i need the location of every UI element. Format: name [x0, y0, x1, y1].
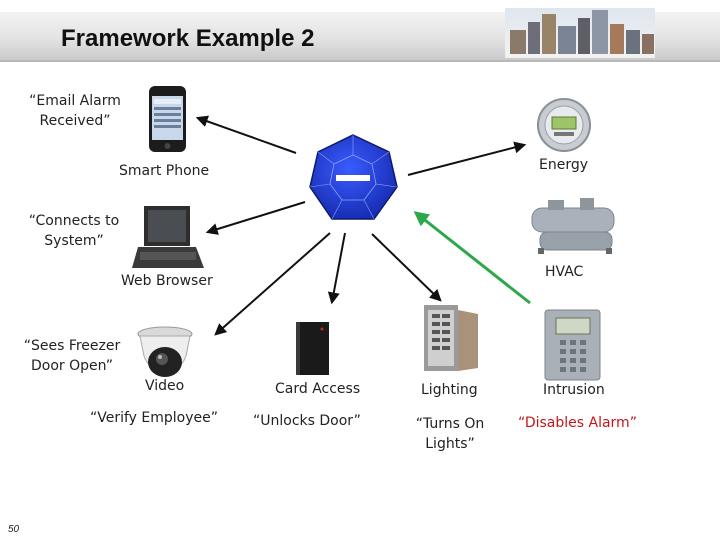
arrow-video	[214, 232, 331, 336]
hvac-label: HVAC	[545, 264, 584, 280]
slide-title: Framework Example 2	[61, 25, 315, 52]
web-browser-label: Web Browser	[121, 273, 213, 289]
arrow-web-browser	[205, 201, 306, 235]
web-browser-event-label: “Connects to System”	[28, 213, 120, 249]
hvac-chiller-image	[531, 198, 615, 254]
connector-arrows	[195, 115, 527, 336]
card-access-action-label: “Unlocks Door”	[253, 413, 361, 429]
video-event-label: “Sees Freezer Door Open”	[23, 338, 121, 374]
card-reader-image	[296, 322, 329, 375]
intrusion-action-label: “Disables Alarm”	[518, 415, 637, 431]
energy-label: Energy	[539, 157, 589, 173]
arrow-card-access	[327, 232, 346, 305]
arrow-intrusion-highlight	[413, 211, 531, 305]
smart-phone-label: Smart Phone	[119, 163, 210, 179]
video-action-label: “Verify Employee”	[90, 410, 219, 426]
smart-phone-image	[149, 86, 186, 152]
title-bar-divider	[0, 60, 720, 62]
video-label: Video	[145, 378, 185, 394]
lighting-panel-image	[424, 305, 478, 371]
video-camera-image	[137, 326, 193, 377]
intrusion-label: Intrusion	[543, 382, 605, 398]
arrow-energy	[407, 141, 527, 176]
laptop-image	[132, 206, 204, 268]
intrusion-keypad-image	[544, 309, 601, 381]
smart-phone-event-label: “Email Alarm Received”	[29, 93, 121, 129]
lighting-label: Lighting	[421, 382, 478, 398]
arrow-smart-phone	[195, 115, 297, 154]
energy-meter-image	[537, 98, 591, 152]
framework-hub	[309, 134, 398, 220]
card-access-label: Card Access	[275, 381, 361, 397]
lighting-action-label: “Turns On Lights”	[415, 416, 485, 452]
city-skyline-image	[505, 8, 655, 58]
arrow-lighting	[371, 233, 442, 302]
page-number: 50	[8, 524, 20, 535]
